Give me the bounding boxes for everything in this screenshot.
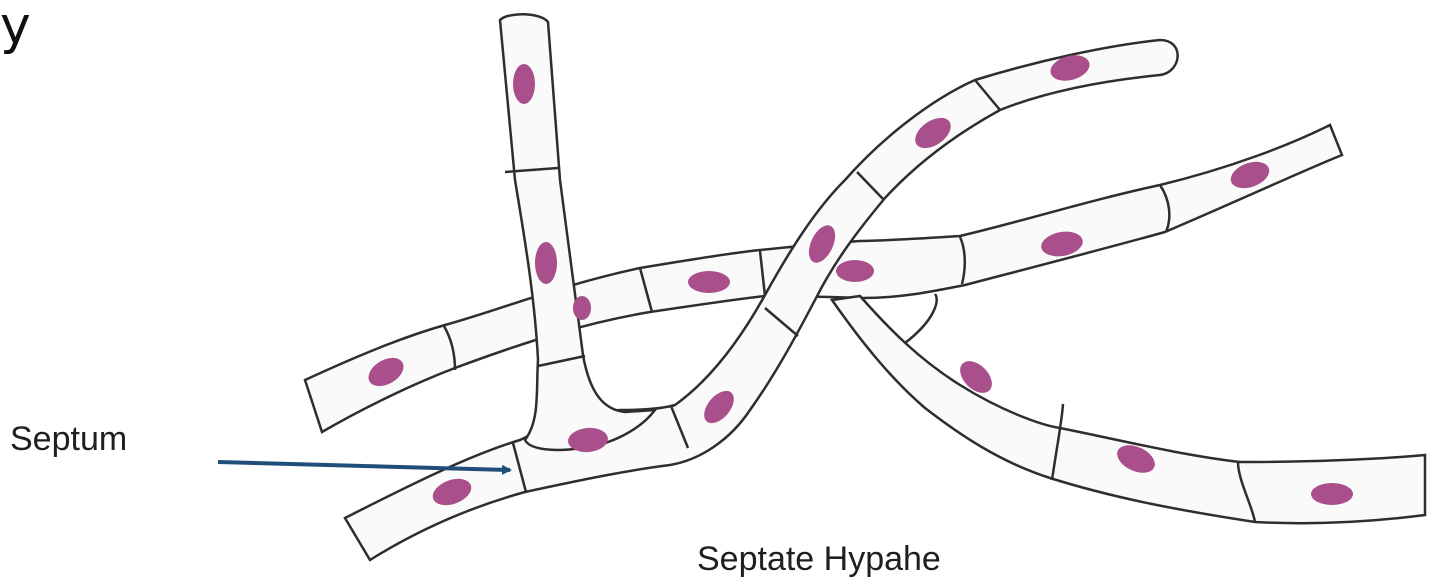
nucleus bbox=[1311, 483, 1353, 505]
nucleus bbox=[513, 64, 535, 104]
nucleus bbox=[688, 271, 730, 293]
septum-label: Septum bbox=[10, 420, 127, 459]
nucleus bbox=[573, 296, 591, 320]
hypha-diagonal bbox=[345, 40, 1178, 560]
nucleus bbox=[535, 242, 557, 284]
diagram-caption: Septate Hypahe bbox=[697, 540, 941, 579]
nucleus bbox=[836, 260, 874, 282]
